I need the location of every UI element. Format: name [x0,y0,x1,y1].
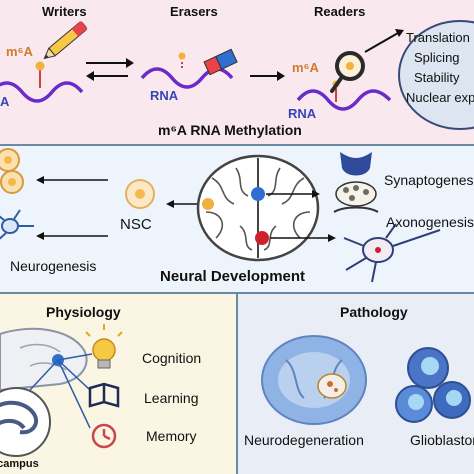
brain-dot-orange [202,198,214,210]
cognition-label: Cognition [142,350,202,366]
rna-strand-left [0,81,84,103]
memory-label: Memory [146,428,197,444]
m6a-panel-graphics [0,21,404,111]
rna-strand-middle [140,67,234,89]
outcome-splicing: Splicing [414,50,460,65]
nsc-label: NSC [120,216,152,233]
stem-cell-icon [125,179,155,209]
physiology-panel: Physiology Cognition Learning Memory Hip… [0,294,238,474]
neurogenesis-label: Neurogenesis [10,258,97,274]
brain-dot-blue [251,187,265,201]
arrow-to-axonogenesis-head [328,234,336,242]
outcome-stability: Stability [414,70,460,85]
tumor-cell-icon [395,347,471,423]
neural-development-panel: NSC Neurogenesis Synaptogenesis Axonogen… [0,146,474,294]
neuron-icon-right [343,223,441,283]
pathology-panel: Pathology Neurodegeneration Glioblastoma [238,294,474,474]
arrow-brain-to-nsc-head [166,200,174,208]
arrow-to-readers-head [277,71,285,81]
axonogenesis-label: Axonogenesis [386,214,474,230]
rna-label-left: A [0,94,10,109]
outcome-translation: Translation [406,30,470,45]
arrow-nsc-to-neurogenesis-top-head [36,176,44,184]
neurodegeneration-label: Neurodegeneration [244,432,364,448]
synapse-icon [333,152,379,213]
rna-label-middle: RNA [150,88,179,103]
arrow-to-outcomes [364,32,399,53]
outcome-nuclear-export: Nuclear export [406,90,474,105]
brain-dot-red [255,231,269,245]
m6a-panel-title: m⁶A RNA Methylation [158,122,302,138]
synaptogenesis-label: Synaptogenesis [384,172,474,188]
erasers-label: Erasers [170,4,218,19]
book-icon [88,382,120,408]
arrow-to-synaptogenesis-head [312,190,320,198]
pathology-title: Pathology [340,304,408,320]
m6a-methylation-panel: Writers Erasers Readers m⁶A A RNA m⁶A RN… [0,0,474,146]
methyl-dot-left [35,61,45,71]
arrow-to-outcomes-head [395,29,404,37]
methyl-dot-middle [178,52,186,60]
arrow-to-writers-head [86,71,94,81]
pathology-graphics [261,335,471,425]
writers-label: Writers [42,4,87,19]
pen-icon [43,21,88,60]
readers-label: Readers [314,4,366,19]
hippocampus-label: Hippocampus [0,458,39,470]
neuron-icon-left [0,209,34,240]
rna-strand-right [296,89,392,111]
brain-section-icon [261,335,367,425]
eraser-icon [203,48,238,76]
m6a-label-right: m⁶A [292,60,319,75]
rna-label-right: RNA [288,106,317,121]
stem-cell-icon-group-left [0,148,24,194]
magnifier-icon [330,51,365,93]
clock-icon [91,423,117,449]
arrow-nsc-to-neurogenesis-bottom-head [36,232,44,240]
arrow-to-erasers-head [126,58,134,68]
lightbulb-icon [85,324,123,369]
brain-icon [196,154,320,262]
brain-side-icon [0,327,88,392]
glioblastoma-label: Glioblastoma [410,432,474,448]
physiology-graphics [0,324,123,457]
hippocampus-icon [0,387,51,457]
neural-development-title: Neural Development [160,268,306,285]
neural-development-graphics [0,148,441,283]
learning-label: Learning [144,390,199,406]
m6a-label-left: m⁶A [6,44,33,59]
physiology-title: Physiology [46,304,121,320]
